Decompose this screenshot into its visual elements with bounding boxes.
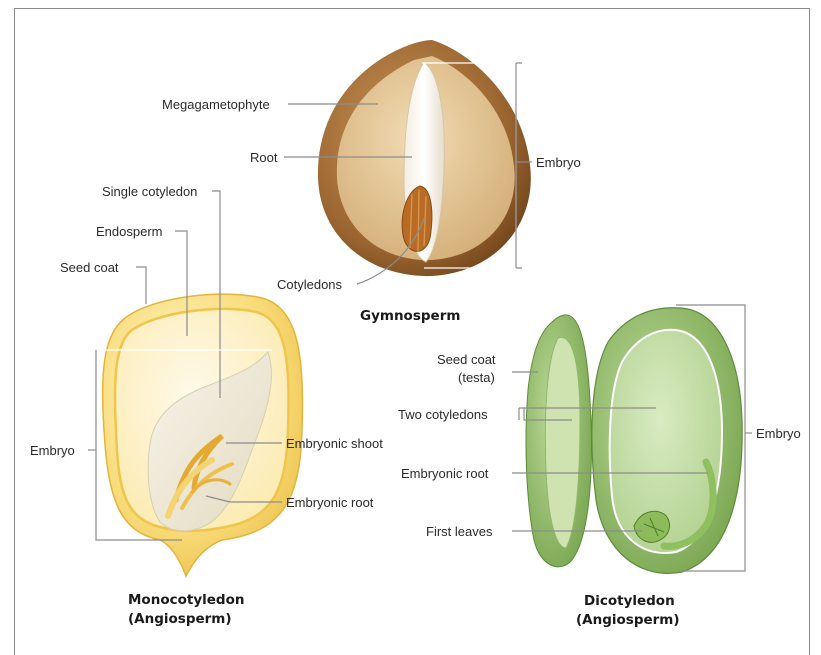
title-gymnosperm: Gymnosperm: [360, 308, 460, 324]
title-dicot-line1: Dicotyledon: [584, 593, 675, 609]
label-first-leaves: First leaves: [426, 524, 493, 539]
title-monocot-line1: Monocotyledon: [128, 592, 244, 608]
label-cotyledons: Cotyledons: [277, 277, 343, 292]
dicot-seed-illustration: [526, 308, 742, 574]
label-two-cotyledons: Two cotyledons: [398, 407, 488, 422]
label-endosperm: Endosperm: [96, 224, 162, 239]
label-gymno-embryo: Embryo: [536, 155, 581, 170]
title-monocot-line2: (Angiosperm): [128, 611, 232, 627]
gymnosperm-seed-illustration: [318, 40, 531, 276]
label-mono-embryo: Embryo: [30, 443, 75, 458]
label-dicot-embryo: Embryo: [756, 426, 801, 441]
label-embryonic-shoot: Embryonic shoot: [286, 436, 383, 451]
label-megagametophyte: Megagametophyte: [162, 97, 270, 112]
label-mono-embryonic-root: Embryonic root: [286, 495, 374, 510]
label-single-cotyledon: Single cotyledon: [102, 184, 197, 199]
label-mono-seed-coat: Seed coat: [60, 260, 119, 275]
label-gymno-root: Root: [250, 150, 278, 165]
monocot-seed-illustration: [103, 294, 303, 576]
label-dicot-seed-coat-line2: (testa): [458, 370, 495, 385]
label-dicot-embryonic-root: Embryonic root: [401, 466, 489, 481]
label-dicot-seed-coat-line1: Seed coat: [437, 352, 496, 367]
title-dicot-line2: (Angiosperm): [576, 612, 680, 628]
